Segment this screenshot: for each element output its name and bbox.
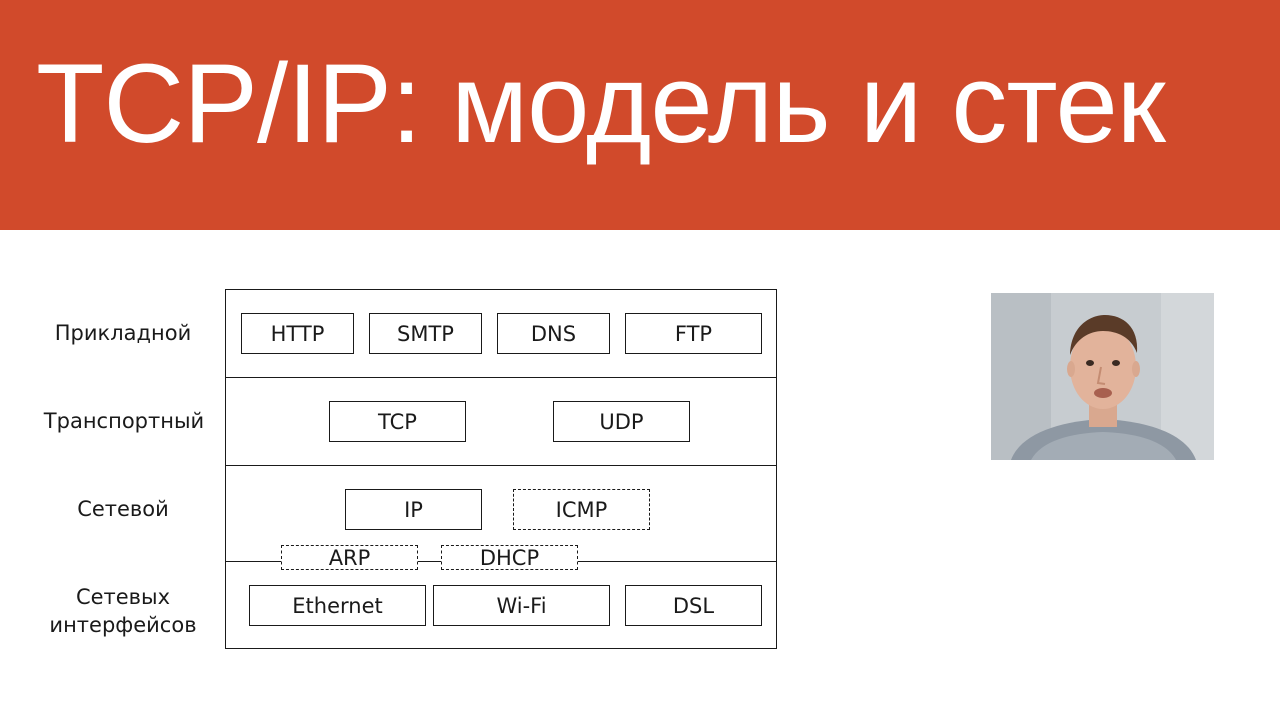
protocol-box-ip: IP xyxy=(345,489,482,530)
layer-label-network-interfaces: Сетевых интерфейсов xyxy=(49,585,197,637)
layer-divider xyxy=(225,377,777,378)
protocol-box-wifi: Wi-Fi xyxy=(433,585,610,626)
presenter-video xyxy=(991,293,1214,460)
layer-label-network: Сетевой xyxy=(77,497,169,521)
presenter-video-icon xyxy=(991,293,1214,460)
protocol-box-ftp: FTP xyxy=(625,313,762,354)
stack-diagram xyxy=(225,289,777,649)
protocol-box-dns: DNS xyxy=(497,313,610,354)
protocol-box-ethernet: Ethernet xyxy=(249,585,426,626)
protocol-box-dsl: DSL xyxy=(625,585,762,626)
protocol-box-tcp: TCP xyxy=(329,401,466,442)
layer-divider xyxy=(225,465,777,466)
protocol-box-arp: ARP xyxy=(281,545,418,570)
title-banner: TCP/IP: модель и стек xyxy=(0,0,1280,230)
slide-title: TCP/IP: модель и стек xyxy=(36,41,1166,166)
protocol-box-udp: UDP xyxy=(553,401,690,442)
layer-label-application: Прикладной xyxy=(54,321,192,345)
protocol-box-icmp: ICMP xyxy=(513,489,650,530)
protocol-box-dhcp: DHCP xyxy=(441,545,578,570)
layer-label-transport: Транспортный xyxy=(43,409,205,433)
protocol-box-http: HTTP xyxy=(241,313,354,354)
protocol-box-smtp: SMTP xyxy=(369,313,482,354)
